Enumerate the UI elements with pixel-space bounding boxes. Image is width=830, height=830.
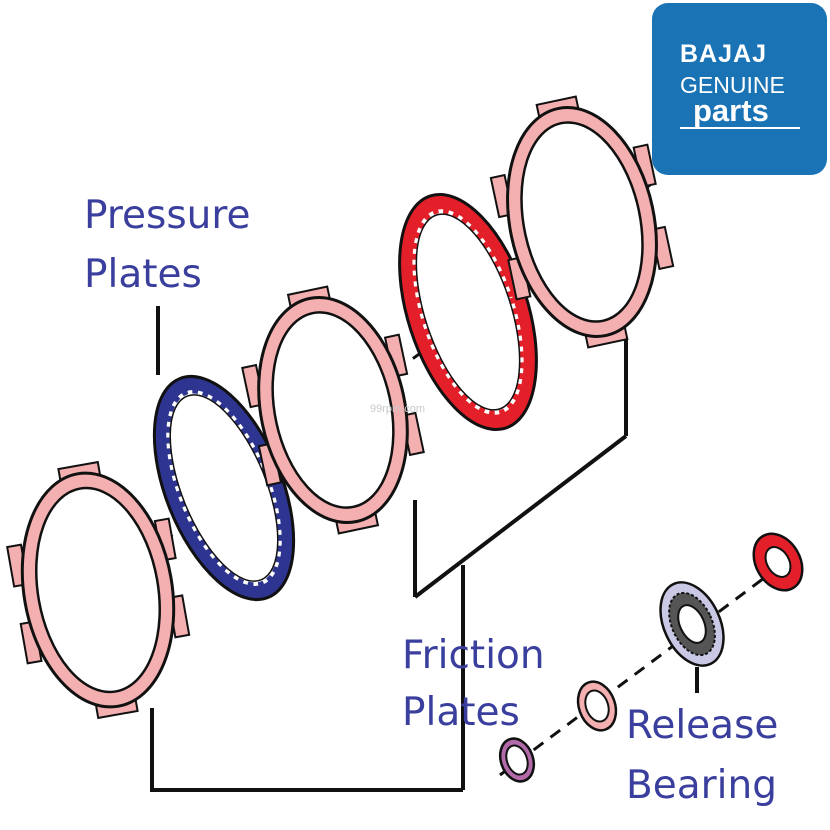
friction-leader-lines <box>150 340 628 792</box>
friction-plates-label-line2: Plates <box>402 690 520 735</box>
pressure-plates-label-line2: Plates <box>84 252 202 297</box>
release-bearing-label-line2: Bearing <box>626 763 777 808</box>
logo-genuine-text: GENUINE <box>680 72 785 98</box>
release-bearing-label-line1: Release <box>626 703 778 748</box>
friction-plate-2 <box>241 285 425 535</box>
logo-background <box>652 3 827 175</box>
friction-plate-1 <box>6 460 191 720</box>
release-bearing <box>659 581 725 667</box>
pressure-plates-label-line1: Pressure <box>84 193 251 238</box>
washer-large <box>576 680 618 732</box>
red-lock-ring <box>752 532 804 592</box>
washer-small <box>498 737 536 783</box>
friction-plate-3 <box>489 95 675 349</box>
watermark-text: 99rpm.com <box>370 403 425 415</box>
pressure-plate-2 <box>398 192 538 432</box>
logo-brand-text: BAJAJ <box>680 40 767 68</box>
logo-parts-text: parts <box>693 93 769 128</box>
friction-plates-label-line1: Friction <box>402 633 545 678</box>
bajaj-genuine-parts-logo: BAJAJ GENUINE parts <box>652 3 827 175</box>
pressure-plate-1 <box>152 374 296 602</box>
